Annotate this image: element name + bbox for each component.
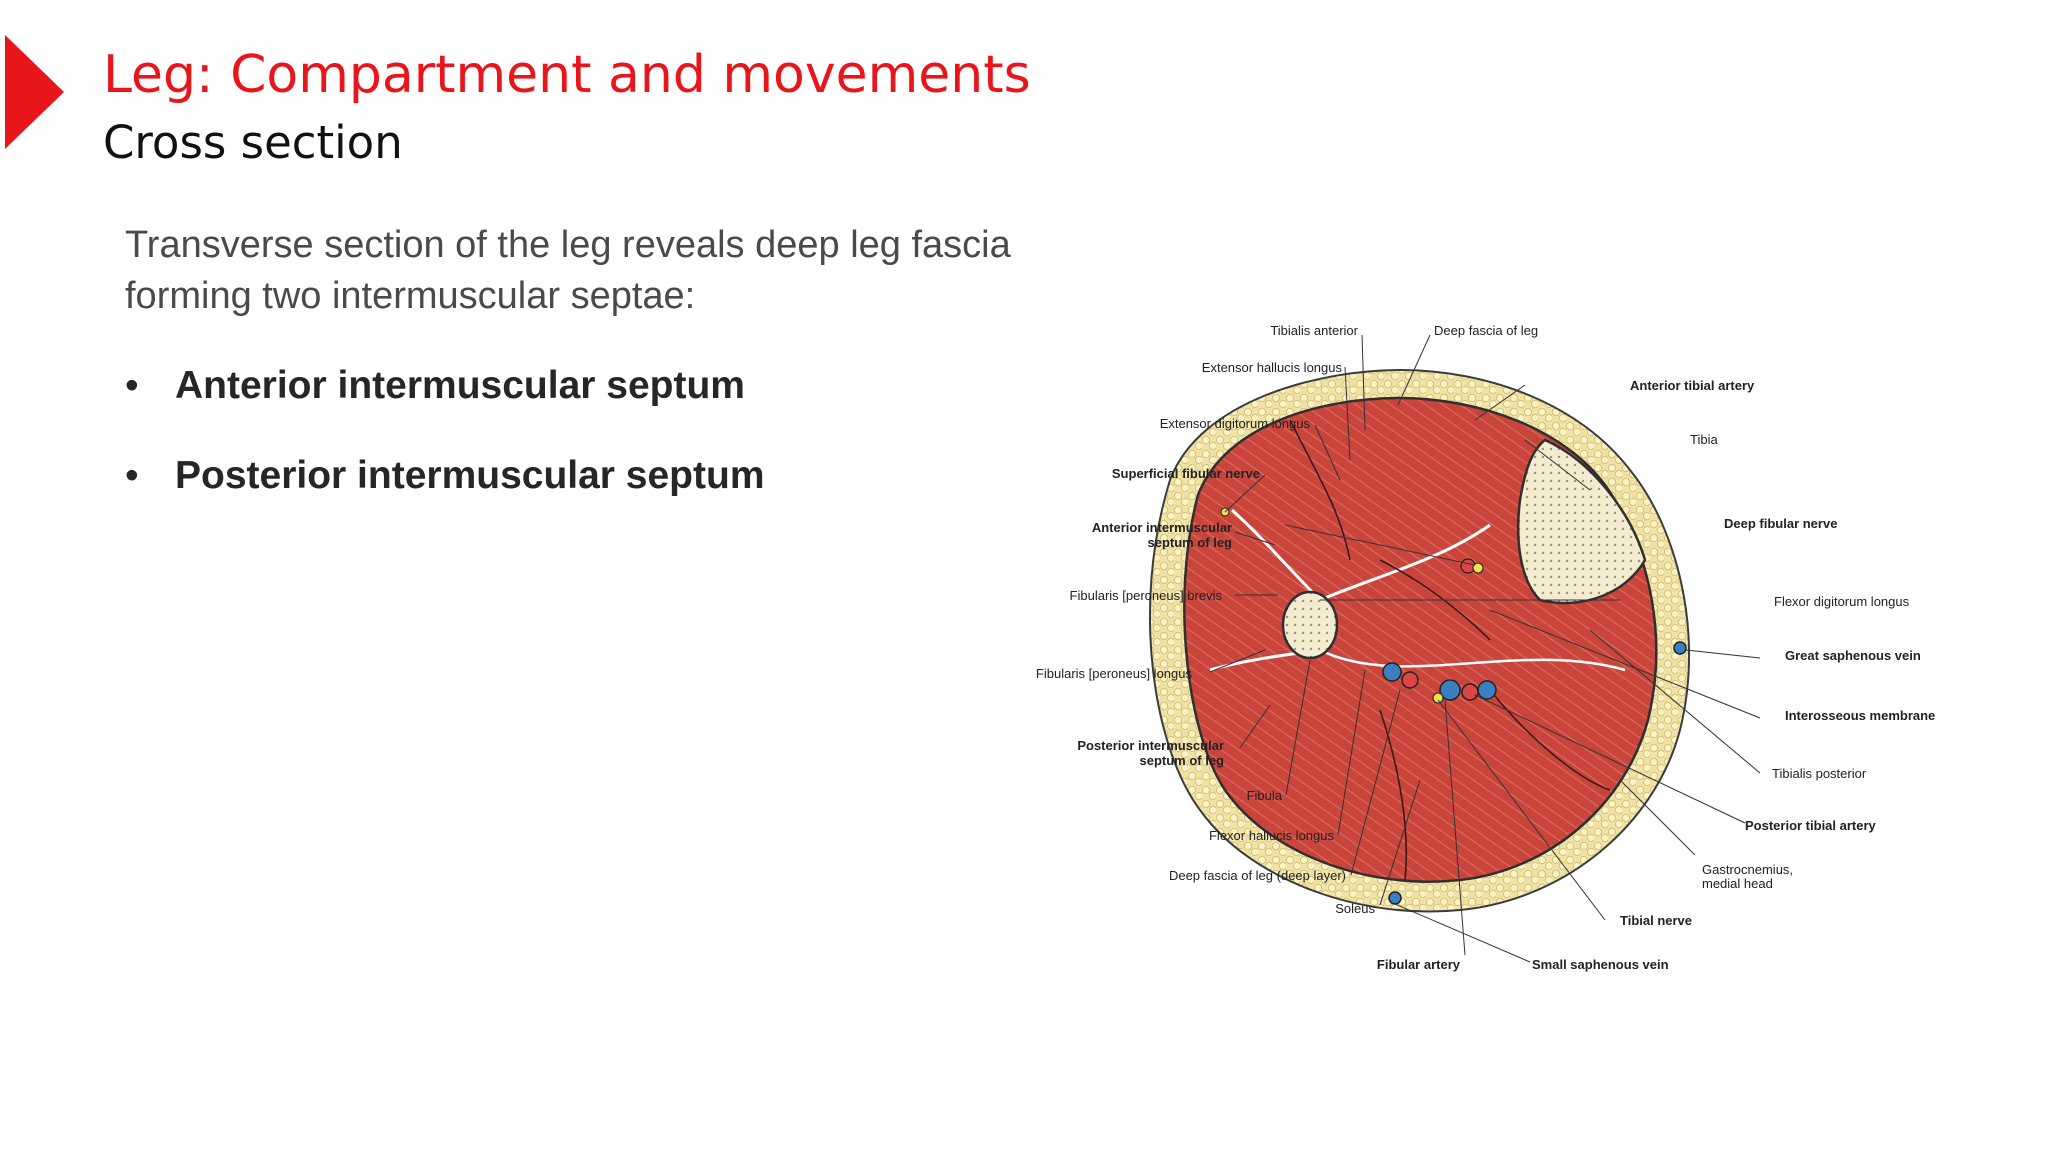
label-line: Posterior intermuscular xyxy=(1077,738,1224,753)
leader-line xyxy=(1344,366,1351,461)
label-extensor-hallucis-longus: Extensor hallucis longus xyxy=(1202,360,1343,375)
leader-line xyxy=(1474,694,1746,824)
leader-line xyxy=(1284,524,1476,566)
label-deep-fascia: Deep fascia of leg xyxy=(1434,323,1538,338)
intro-text: Transverse section of the leg reveals de… xyxy=(125,224,1011,317)
leader-line xyxy=(1337,669,1366,836)
interosseous-membrane-line xyxy=(1319,523,1491,602)
bullet-dot: • xyxy=(125,454,139,497)
label-posterior-tibial-artery: Posterior tibial artery xyxy=(1745,818,1877,833)
tibia-bone xyxy=(1516,438,1647,605)
bullet-dot: • xyxy=(125,364,139,407)
label-line: septum of leg xyxy=(1147,535,1232,550)
leader-line xyxy=(1379,779,1421,906)
leader-line xyxy=(1474,384,1526,421)
label-fibular-artery: Fibular artery xyxy=(1377,957,1461,972)
label-fibularis-brevis: Fibularis [peroneus] brevis xyxy=(1070,588,1223,603)
small-saphenous-vein-vessel xyxy=(1388,891,1402,905)
label-gastrocnemius: Gastrocnemius,medial head xyxy=(1702,862,1793,891)
muscle-boundary xyxy=(1379,709,1408,881)
label-line: septum of leg xyxy=(1139,753,1224,768)
label-soleus: Soleus xyxy=(1335,901,1375,916)
leg-cross-section-figure: Tibialis anterior Deep fascia of leg Ext… xyxy=(1036,323,1935,972)
label-superficial-fibular-nerve: Superficial fibular nerve xyxy=(1112,466,1260,481)
posterior-tibial-vein-vessel xyxy=(1439,679,1461,701)
bullet-text: Anterior intermuscular septum xyxy=(175,364,745,407)
label-tibia: Tibia xyxy=(1690,432,1718,447)
leader-line xyxy=(1209,649,1266,673)
label-anterior-tibial-artery: Anterior tibial artery xyxy=(1630,378,1755,393)
leader-line xyxy=(1361,334,1366,431)
leader-line xyxy=(1224,474,1266,513)
muscle-boundary xyxy=(1379,559,1491,641)
label-tibialis-posterior: Tibialis posterior xyxy=(1772,766,1867,781)
leader-line xyxy=(1444,699,1466,956)
label-flexor-digitorum-longus: Flexor digitorum longus xyxy=(1774,594,1910,609)
leader-line xyxy=(1589,629,1761,774)
label-fibula: Fibula xyxy=(1247,788,1283,803)
label-line: Gastrocnemius, xyxy=(1702,862,1793,877)
leader-line xyxy=(1394,903,1531,963)
leader-line xyxy=(1234,531,1276,546)
fibular-vessel xyxy=(1382,662,1402,682)
leader-line xyxy=(1489,609,1761,719)
label-tibial-nerve: Tibial nerve xyxy=(1620,913,1692,928)
label-line: medial head xyxy=(1702,876,1773,891)
great-saphenous-vein-vessel xyxy=(1673,641,1687,655)
leader-line xyxy=(1524,439,1591,491)
anterior-intermuscular-septum xyxy=(1230,508,1322,602)
leader-line xyxy=(1314,424,1341,481)
leader-line xyxy=(1437,699,1606,921)
label-extensor-digitorum-longus: Extensor digitorum longus xyxy=(1160,416,1311,431)
leader-line xyxy=(1350,689,1401,876)
label-deep-fibular-nerve: Deep fibular nerve xyxy=(1724,516,1837,531)
deep-transverse-septum xyxy=(1319,648,1626,672)
leader-line xyxy=(1397,334,1431,406)
label-deep-fascia-deep-layer: Deep fascia of leg (deep layer) xyxy=(1169,868,1346,883)
fibular-artery-vessel xyxy=(1401,671,1419,689)
tibial-nerve-vessel xyxy=(1432,692,1444,704)
slide-title: Leg: Compartment and movements xyxy=(103,45,1031,105)
slide-subtitle: Cross section xyxy=(103,116,403,169)
leader-line xyxy=(1619,779,1696,856)
label-tibialis-anterior: Tibialis anterior xyxy=(1270,323,1358,338)
label-interosseous-membrane: Interosseous membrane xyxy=(1785,708,1935,723)
muscle-boundary xyxy=(1289,419,1351,561)
bullet-text: Posterior intermuscular septum xyxy=(175,454,765,497)
fibula-bone xyxy=(1281,590,1339,660)
muscle-boundary xyxy=(1489,689,1611,791)
bullet-list: • Anterior intermuscular septum • Posterio… xyxy=(125,360,765,540)
label-fibularis-longus: Fibularis [peroneus] longus xyxy=(1036,666,1193,681)
label-flexor-hallucis-longus: Flexor hallucis longus xyxy=(1209,828,1335,843)
deep-fibular-nerve-vessel xyxy=(1472,562,1484,574)
bullet-item: • Anterior intermuscular septum xyxy=(125,360,765,450)
posterior-tibial-artery-vessel xyxy=(1461,683,1479,701)
slide-marker-triangle xyxy=(5,35,64,149)
label-line: Anterior intermuscular xyxy=(1092,520,1232,535)
bullet-item: • Posterior intermuscular septum xyxy=(125,450,765,540)
leader-line xyxy=(1685,649,1761,659)
posterior-tibial-vein-vessel xyxy=(1477,680,1497,700)
label-small-saphenous-vein: Small saphenous vein xyxy=(1532,957,1669,972)
leader-line xyxy=(1285,659,1311,796)
leader-line xyxy=(1239,704,1271,749)
label-great-saphenous-vein: Great saphenous vein xyxy=(1785,648,1921,663)
